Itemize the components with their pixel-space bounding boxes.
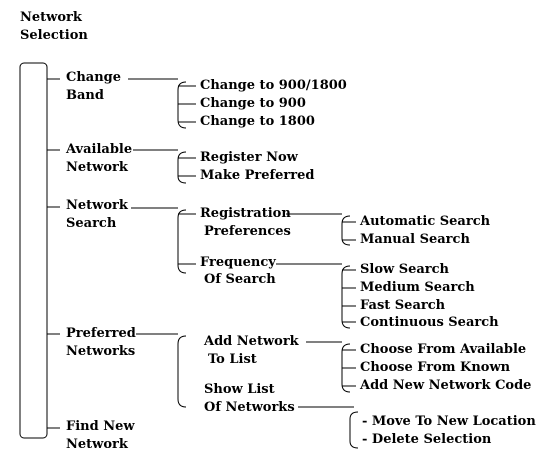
subcategory-add-network-line2: To List [208,352,257,367]
category-available-network-line1: Available [66,142,133,157]
bracket-network-search [177,209,187,274]
item-fast-search: Fast Search [360,298,446,313]
item-medium-search: Medium Search [360,280,475,295]
subcategory-registration-line2: Preferences [204,224,291,239]
bracket-available-network [177,151,187,184]
subcategory-show-list-line1: Show List [204,382,275,397]
item-delete-selection: - Delete Selection [362,432,492,447]
bracket-preferred-networks [177,335,187,408]
item-choose-from-available: Choose From Available [360,342,527,357]
subcategory-frequency-line2: Of Search [204,272,276,287]
bracket-registration-preferences [341,215,351,246]
item-add-new-network-code: Add New Network Code [360,378,532,393]
subcategory-show-list-line2: Of Networks [204,400,295,415]
bracket-show-list [349,411,359,449]
item-choose-from-known: Choose From Known [360,360,511,375]
subcategory-frequency-line1: Frequency [200,255,276,270]
category-find-new-network-line2: Network [66,437,128,452]
item-change-900-1800: Change to 900/1800 [200,78,347,93]
category-available-network-line2: Network [66,160,128,175]
root-bracket [19,62,48,439]
category-network-search-line2: Search [66,216,117,231]
category-change-band-line2: Band [66,88,104,103]
item-automatic-search: Automatic Search [360,214,491,229]
category-change-band-line1: Change [66,70,122,85]
subcategory-registration-line1: Registration [200,206,291,221]
item-slow-search: Slow Search [360,262,450,277]
item-register-now: Register Now [200,150,298,165]
item-make-preferred: Make Preferred [200,168,315,183]
category-network-search-line1: Network [66,198,128,213]
category-preferred-networks-line1: Preferred [66,326,136,341]
subcategory-add-network-line1: Add Network [204,334,299,349]
item-change-1800: Change to 1800 [200,114,315,129]
item-manual-search: Manual Search [360,232,470,247]
item-continuous-search: Continuous Search [360,315,499,330]
category-preferred-networks-line2: Networks [66,344,136,359]
root-title-line1: Network [20,10,82,25]
item-change-900: Change to 900 [200,96,306,111]
item-move-to-new-location: - Move To New Location [362,414,536,429]
root-title-line2: Selection [20,28,88,43]
category-find-new-network-line1: Find New [66,419,135,434]
bracket-change-band [177,81,187,129]
bracket-frequency-of-search [341,265,351,329]
